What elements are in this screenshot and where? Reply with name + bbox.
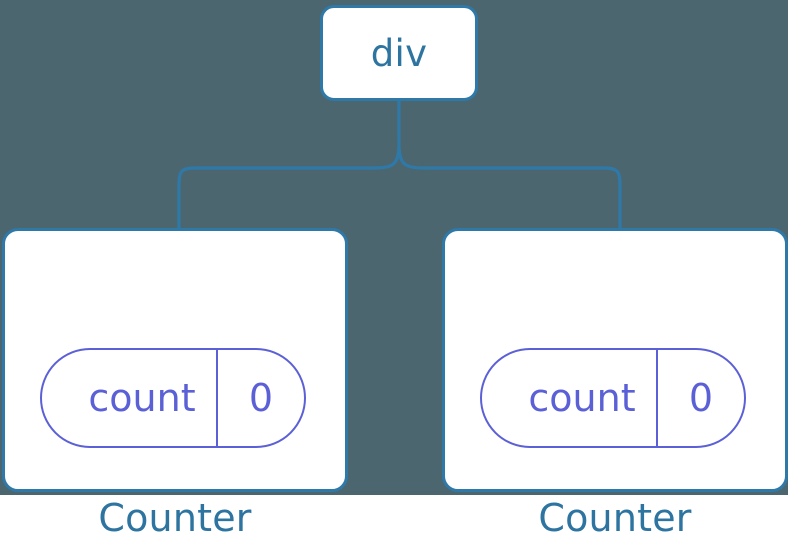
state-value-label: 0 [216,350,304,446]
connector-to-left-counter [177,142,401,230]
state-pill-count-right[interactable]: count 0 [480,348,746,448]
connector-to-right-counter [397,142,622,230]
state-value-label: 0 [656,350,744,446]
state-key-label: count [88,376,196,420]
node-div[interactable]: div [320,5,478,101]
node-counter-left-label: Counter [98,496,252,540]
node-div-label: div [370,31,428,75]
state-pill-count-left[interactable]: count 0 [40,348,306,448]
node-counter-right-label: Counter [538,496,692,540]
state-key-label: count [528,376,636,420]
